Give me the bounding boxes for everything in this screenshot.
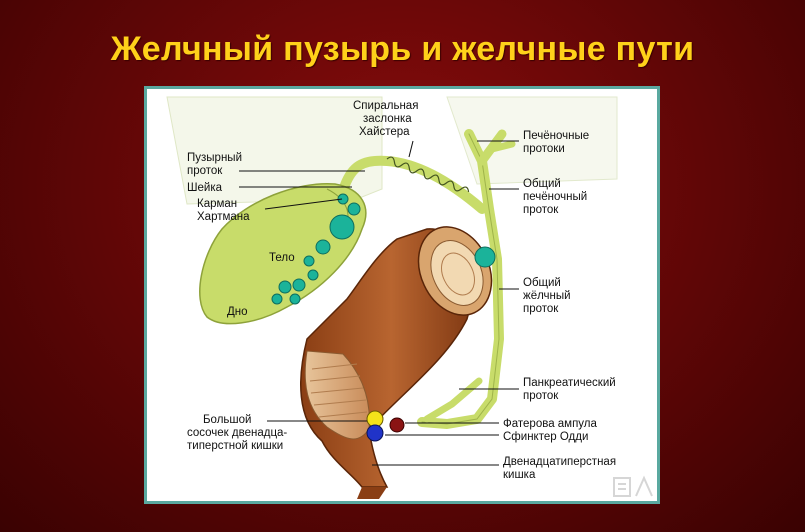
- label-line: Большой: [203, 414, 251, 426]
- label-line: сосочек двенадцa-: [187, 427, 287, 439]
- label-line: протоки: [523, 143, 565, 155]
- gallstones: [271, 193, 496, 305]
- label-common-hepatic-duct: Общий печёночный проток: [523, 178, 587, 216]
- label-line: Панкреатический: [523, 377, 616, 389]
- label-line: проток: [523, 303, 559, 315]
- duodenum-shape: [300, 226, 493, 499]
- label-line: Общий: [523, 178, 561, 190]
- label-spiral-valve: Спиральная заслонка Хайстера: [353, 100, 418, 138]
- label-line: Спиральная: [353, 100, 418, 112]
- label-line: жёлчный: [523, 290, 571, 302]
- label-line: Фатерова ампула: [503, 418, 598, 430]
- bile-ducts: [340, 129, 516, 429]
- label-line: Общий: [523, 277, 561, 289]
- label-neck: Шейка: [187, 182, 223, 194]
- label-line: заслонка: [363, 113, 412, 125]
- diagram-panel: Спиральная заслонка Хайстера Пузырный пр…: [144, 86, 660, 504]
- label-major-papilla: Большой сосочек двенадцa- типерстной киш…: [187, 414, 287, 452]
- label-line: Карман: [197, 198, 237, 210]
- liver-outline: [166, 96, 383, 205]
- label-hepatic-ducts: Печёночные протоки: [523, 130, 589, 155]
- label-line: Шейка: [187, 182, 223, 194]
- label-oddi-sphincter: Сфинктер Одди: [503, 431, 588, 443]
- label-line: Дно: [227, 306, 248, 318]
- label-line: проток: [523, 204, 559, 216]
- liver-outline-right: [446, 96, 618, 185]
- leader-lines: [239, 140, 519, 466]
- label-common-bile-duct: Общий жёлчный проток: [523, 277, 571, 315]
- watermark-logo-icon: [613, 475, 653, 497]
- label-pancreatic-duct: Панкреатический проток: [523, 377, 616, 402]
- label-line: Тело: [269, 252, 295, 264]
- label-fundus: Дно: [227, 306, 248, 318]
- label-duodenum: Двенадцатиперстная кишка: [503, 456, 616, 481]
- ampulla-region: [366, 410, 405, 442]
- label-hartmann-pouch: Карман Хартмана: [197, 198, 250, 223]
- label-line: печёночный: [523, 191, 587, 203]
- label-line: Сфинктер Одди: [503, 431, 588, 443]
- biliary-diagram: Спиральная заслонка Хайстера Пузырный пр…: [147, 89, 657, 501]
- label-body: Тело: [269, 252, 295, 264]
- label-line: Пузырный: [187, 152, 242, 164]
- label-line: Хайстера: [359, 126, 410, 138]
- label-line: проток: [187, 165, 223, 177]
- label-vater-ampulla: Фатерова ампула: [503, 418, 598, 430]
- label-line: кишка: [503, 469, 536, 481]
- page-title: Желчный пузырь и желчные пути: [110, 30, 695, 68]
- label-line: типерстной кишки: [187, 440, 283, 452]
- label-line: Двенадцатиперстная: [503, 456, 616, 468]
- label-line: Печёночные: [523, 130, 589, 142]
- label-cystic-duct: Пузырный проток: [187, 152, 242, 177]
- label-line: проток: [523, 390, 559, 402]
- label-line: Хартмана: [197, 211, 250, 223]
